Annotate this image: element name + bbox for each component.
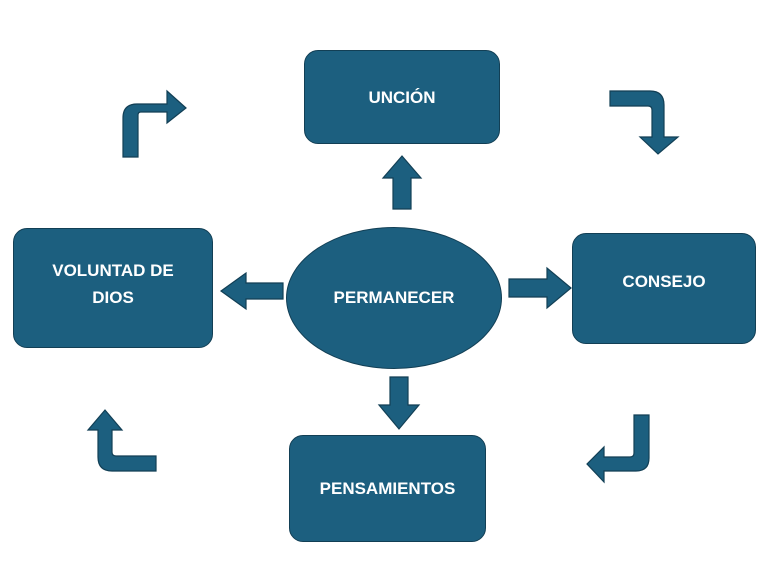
bent-arrow-bottom-left (86, 409, 157, 472)
node-consejo: CONSEJO (572, 233, 756, 344)
bent-arrow-bottom-right (586, 414, 650, 484)
node-uncion: UNCIÓN (304, 50, 500, 144)
arrow-down-to-pensamientos (377, 376, 421, 430)
node-voluntad-label: VOLUNTAD DE DIOS (52, 261, 174, 307)
node-voluntad-de-dios: VOLUNTAD DE DIOS (13, 228, 213, 348)
arrow-left-to-voluntad (219, 271, 284, 311)
node-pensamientos-label: PENSAMIENTOS (319, 479, 456, 498)
node-pensamientos: PENSAMIENTOS (289, 435, 486, 542)
node-uncion-label: UNCIÓN (368, 87, 436, 107)
bent-arrow-top-right (609, 90, 680, 155)
arrow-up-to-uncion (381, 155, 423, 210)
center-node-permanecer: PERMANECER (286, 227, 502, 369)
arrow-right-to-consejo (508, 266, 572, 310)
center-node-label: PERMANECER (333, 288, 455, 307)
bent-arrow-top-left (122, 89, 187, 158)
node-consejo-label: CONSEJO (622, 272, 706, 291)
